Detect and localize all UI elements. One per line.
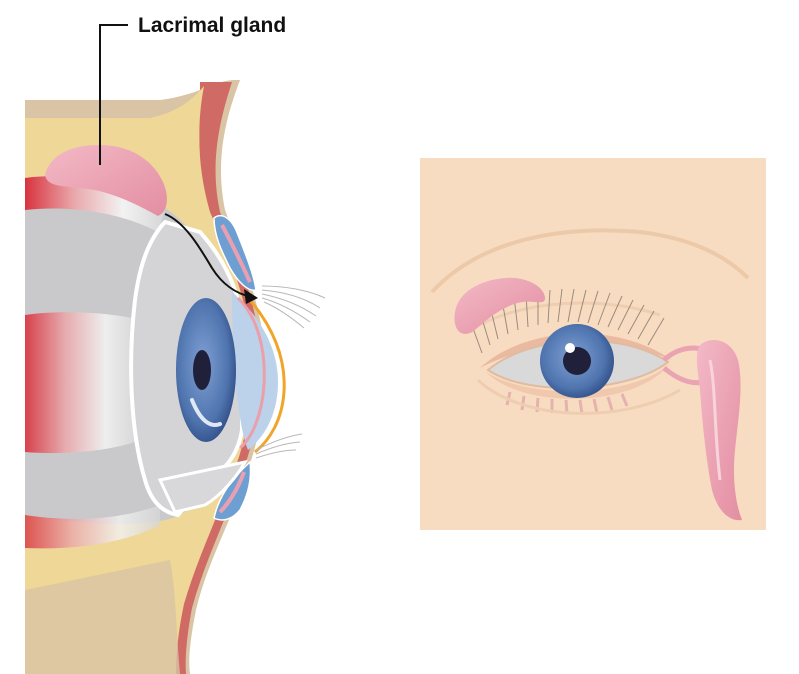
conjunctiva [236, 296, 266, 450]
lower-eyelashes-side [255, 433, 303, 459]
orbit-cross-section: Lacrimal gland [25, 14, 326, 674]
lacrimal-sac [696, 340, 742, 521]
superior-rectus-muscle [25, 176, 165, 232]
label-leader-line [99, 24, 128, 165]
iris-highlight [190, 398, 222, 427]
pupil-highlight [565, 343, 575, 353]
orbicularis-layer [175, 82, 261, 674]
lacrimal-gland [45, 145, 167, 216]
lacrimal-gland-front [454, 277, 545, 334]
sac-highlight [708, 359, 722, 481]
upper-tarsal-gland [220, 224, 252, 283]
cornea [232, 292, 278, 450]
inferior-rectus-muscle [25, 505, 160, 549]
lower-eyelid-front [486, 364, 670, 399]
lower-fornix [157, 459, 248, 514]
pupil-front [563, 347, 591, 375]
lid-crease [469, 301, 661, 332]
upper-eyelashes-side [261, 285, 326, 329]
upper-eyelid-front [480, 333, 672, 368]
tear-flow-arrow [164, 213, 253, 298]
upper-eyelashes-front [469, 288, 665, 354]
frontal-eye-view [420, 158, 766, 530]
lacrimal-gland-label: Lacrimal gland [138, 14, 286, 37]
lower-skin-band [25, 560, 180, 674]
lower-lid-crease [476, 378, 681, 415]
lateral-rectus-muscle [25, 312, 140, 454]
cornea-edge [248, 299, 286, 454]
brow-fold [430, 228, 750, 294]
pupil-side [193, 350, 211, 390]
lower-tarsal-gland [218, 471, 246, 514]
arrowhead [244, 289, 258, 304]
